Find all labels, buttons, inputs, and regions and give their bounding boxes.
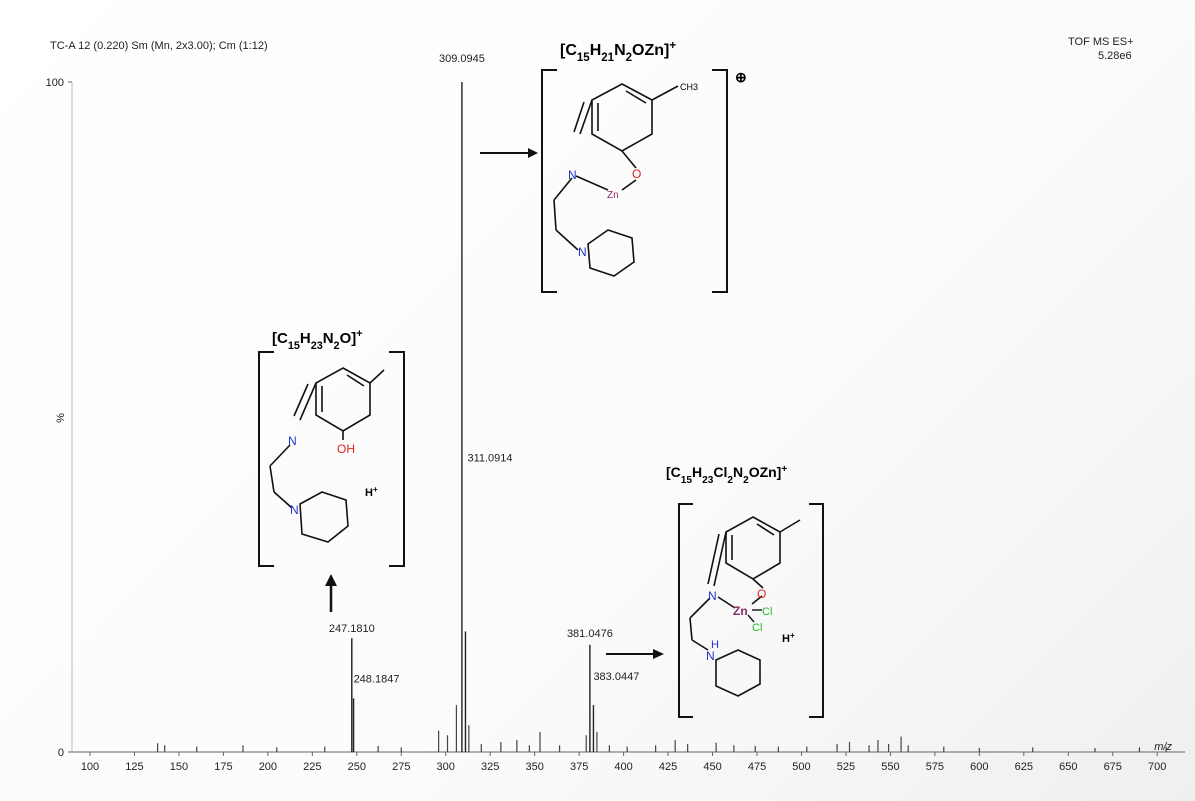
atom-n-piperidine: N <box>578 245 587 259</box>
x-tick-label: 325 <box>481 761 499 773</box>
arrow-to-right-structure-head <box>653 649 664 659</box>
x-tick-label: 675 <box>1104 761 1122 773</box>
atom-nh-h: H <box>711 639 719 651</box>
atom-n: N <box>708 589 717 603</box>
peak-label-309.0945: 309.0945 <box>439 53 485 65</box>
atom-cl-1: Cl <box>762 606 772 618</box>
x-axis-label: m/z <box>1154 741 1172 753</box>
structure-right-bracket-right <box>809 503 824 718</box>
atom-o: O <box>632 167 641 181</box>
x-tick-label: 600 <box>970 761 988 773</box>
x-tick-label: 125 <box>125 761 143 773</box>
y-axis-label: % <box>55 413 67 423</box>
atom-oh: OH <box>337 442 355 456</box>
proton-label: H+ <box>782 631 795 646</box>
peak-label-383.0447: 383.0447 <box>593 671 639 683</box>
structure-right-bracket-left <box>678 503 693 718</box>
x-tick-label: 275 <box>392 761 410 773</box>
x-tick-label: 700 <box>1148 761 1166 773</box>
x-tick-label: 500 <box>792 761 810 773</box>
y-tick-label: 0 <box>58 747 64 759</box>
x-tick-label: 175 <box>214 761 232 773</box>
x-tick-label: 400 <box>614 761 632 773</box>
structure-top-formula: [C15H21N2OZn]+ <box>560 40 676 64</box>
x-tick-label: 200 <box>259 761 277 773</box>
header-left: TC-A 12 (0.220) Sm (Mn, 2x3.00); Cm (1:1… <box>50 40 268 52</box>
x-tick-label: 250 <box>348 761 366 773</box>
x-tick-label: 300 <box>437 761 455 773</box>
peak-label-381.0476: 381.0476 <box>567 628 613 640</box>
arrow-to-top-structure-head <box>528 148 538 158</box>
atom-ch3: CH3 <box>680 82 698 92</box>
x-tick-label: 625 <box>1015 761 1033 773</box>
x-tick-label: 450 <box>703 761 721 773</box>
x-tick-label: 525 <box>837 761 855 773</box>
header-right-line1: TOF MS ES+ <box>1068 36 1134 48</box>
structure-top-bracket-right <box>712 69 728 293</box>
atom-zn: Zn <box>733 604 748 618</box>
x-tick-label: 575 <box>926 761 944 773</box>
atom-zn: Zn <box>607 190 619 201</box>
x-tick-label: 650 <box>1059 761 1077 773</box>
peak-label-247.1810: 247.1810 <box>329 623 375 635</box>
x-tick-label: 150 <box>170 761 188 773</box>
atom-n: N <box>288 434 297 448</box>
x-tick-label: 375 <box>570 761 588 773</box>
x-tick-label: 100 <box>81 761 99 773</box>
structure-top-bracket-left <box>541 69 557 293</box>
arrow-to-left-structure-head <box>325 574 337 586</box>
peak-label-311.0914: 311.0914 <box>467 452 512 464</box>
peak-label-248.1847: 248.1847 <box>354 673 400 685</box>
x-tick-label: 425 <box>659 761 677 773</box>
structure-right-formula: [C15H23Cl2N2OZn]+ <box>666 464 787 486</box>
atom-n-piperidine: N <box>290 503 299 517</box>
proton-label: H+ <box>365 485 378 500</box>
x-tick-label: 225 <box>303 761 321 773</box>
header-right-line2: 5.28e6 <box>1098 50 1132 62</box>
atom-nh-n: N <box>706 649 715 663</box>
structure-top-charge: ⊕ <box>735 69 747 85</box>
structure-left-bracket-right <box>389 351 405 567</box>
structure-left-bracket-left <box>258 351 274 567</box>
y-tick-label: 100 <box>46 77 64 89</box>
x-tick-label: 550 <box>881 761 899 773</box>
x-tick-label: 475 <box>748 761 766 773</box>
atom-o: O <box>757 587 766 601</box>
atom-n: N <box>568 168 577 182</box>
x-tick-label: 350 <box>525 761 543 773</box>
atom-cl-2: Cl <box>752 622 762 634</box>
structure-left-formula: [C15H23N2O]+ <box>272 328 363 352</box>
